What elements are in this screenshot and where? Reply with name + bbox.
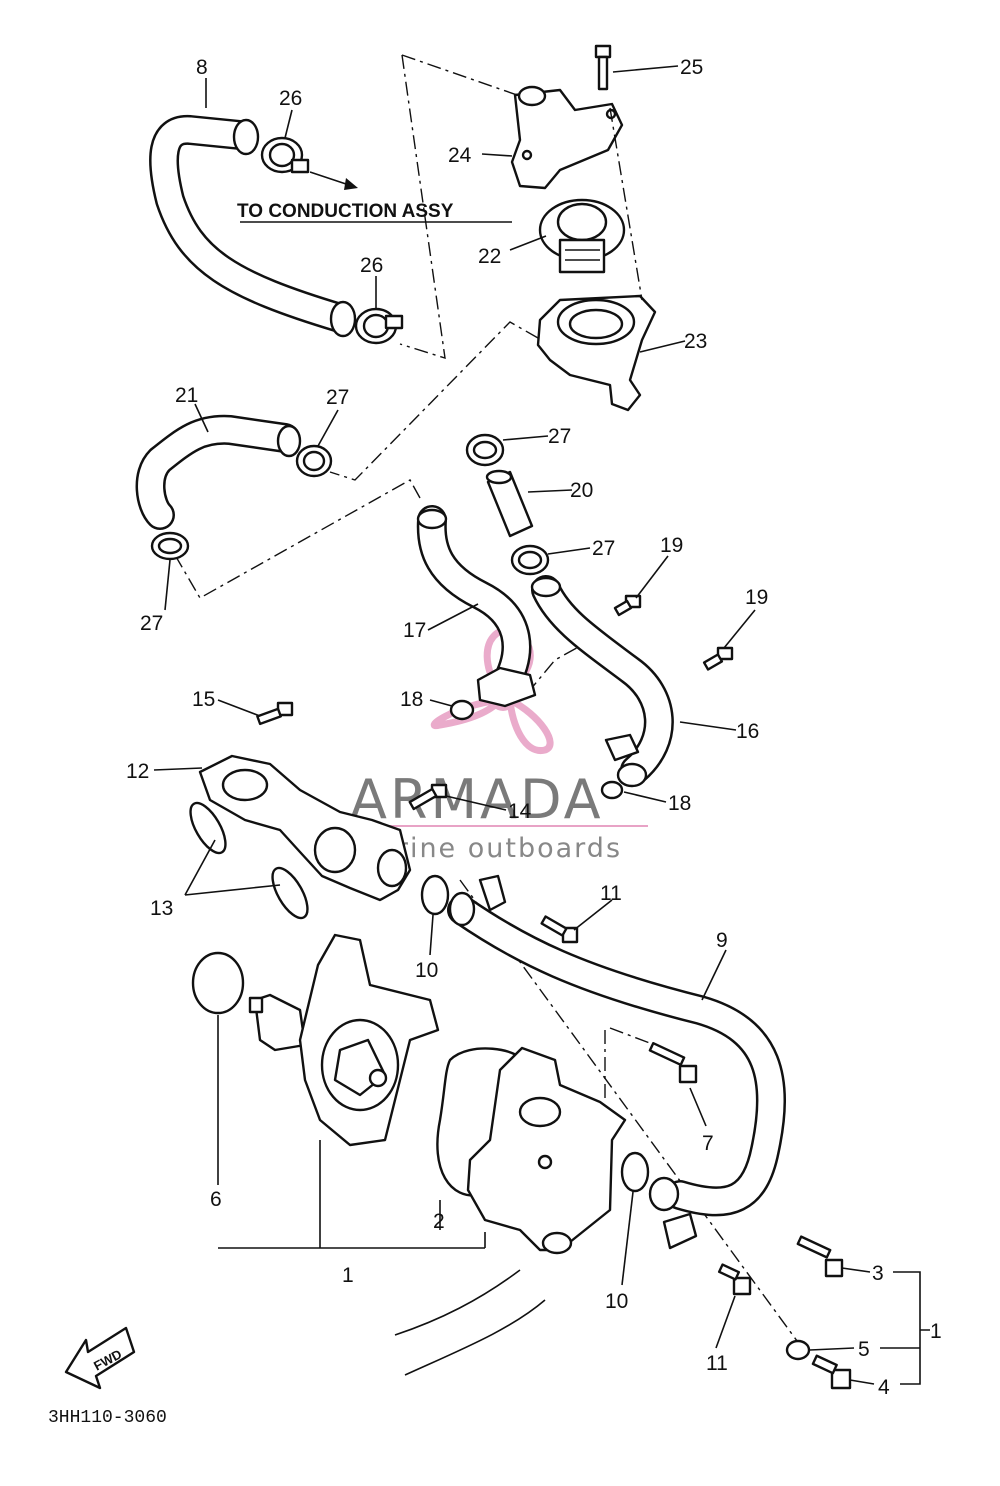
callout-14: 14 (508, 800, 532, 823)
hose-clamp-27-upper-left (295, 444, 333, 478)
callout-9: 9 (716, 929, 728, 952)
callout-22: 22 (478, 245, 501, 268)
hose-21 (135, 414, 302, 530)
callout-18-right: 18 (668, 792, 691, 815)
o-ring-18-left (449, 699, 475, 721)
watermark-title: ARMADA (350, 768, 604, 831)
bolt-3 (796, 1235, 844, 1278)
callout-27-upper-left: 27 (326, 386, 349, 409)
water-pipe-12 (198, 754, 412, 902)
callout-19-upper: 19 (660, 534, 683, 557)
callout-5: 5 (858, 1338, 870, 1361)
callout-27-lower-middle: 27 (592, 537, 615, 560)
bolt-15 (256, 701, 294, 726)
hose-clamp-27-lower-left (150, 531, 190, 561)
hose-8 (149, 115, 357, 338)
conduction-assy-heading: TO CONDUCTION ASSY (237, 201, 454, 222)
gasket-13-lower (271, 866, 309, 920)
thermostat-22 (538, 198, 626, 274)
callout-8: 8 (196, 56, 208, 79)
callout-26-upper: 26 (279, 87, 302, 110)
bolt-4 (811, 1354, 852, 1390)
callout-12: 12 (126, 760, 149, 783)
bolt-7 (648, 1041, 698, 1084)
callout-19-lower: 19 (745, 586, 768, 609)
o-ring-6 (191, 951, 245, 1015)
hose-clamp-27-lower-middle (510, 544, 550, 576)
impeller-shaft-assembly (248, 993, 307, 1052)
washer-5 (785, 1339, 811, 1361)
joint-hose-20 (485, 469, 534, 538)
pipe-9 (447, 874, 786, 1250)
callout-18-left: 18 (400, 688, 423, 711)
fwd-arrow-icon: FWD (64, 1326, 136, 1390)
pump-housing (466, 1046, 627, 1255)
direction-arrowhead (344, 178, 358, 190)
thermostat-cover-24 (510, 85, 624, 190)
hose-clamp-26-lower (354, 307, 404, 345)
pump-cover (298, 933, 440, 1147)
pipe-16 (530, 575, 674, 788)
reference-code: 3HH110-3060 (48, 1408, 167, 1428)
o-ring-18-right (600, 780, 624, 800)
bolt-11-upper (540, 915, 579, 944)
gasket-13-upper (189, 801, 227, 855)
callout-10-upper: 10 (415, 959, 438, 982)
bolt-11-lower (717, 1263, 752, 1296)
callout-1-lower: 1 (342, 1264, 354, 1287)
o-ring-10-upper (420, 874, 450, 916)
callout-21: 21 (175, 384, 198, 407)
callout-3: 3 (872, 1262, 884, 1285)
callout-16: 16 (736, 720, 759, 743)
callout-2: 2 (433, 1210, 445, 1233)
hose-clamp-27-top-middle (465, 433, 505, 467)
callout-25: 25 (680, 56, 703, 79)
callout-27-lower-left: 27 (140, 612, 163, 635)
callout-10-lower: 10 (605, 1290, 628, 1313)
callout-24: 24 (448, 144, 472, 167)
thermostat-housing-23 (536, 294, 657, 412)
callout-15: 15 (192, 688, 215, 711)
callout-13: 13 (150, 897, 173, 920)
bolt-14 (408, 783, 448, 811)
o-ring-10-lower (620, 1151, 650, 1193)
callout-11-lower: 11 (706, 1352, 728, 1375)
bolt-19-lower (702, 646, 734, 671)
callout-17: 17 (403, 619, 426, 642)
callout-4: 4 (878, 1376, 890, 1399)
callout-leader-lines (153, 65, 930, 1385)
hose-clamp-26-upper (260, 136, 310, 174)
bolt-25 (594, 44, 612, 91)
callout-23: 23 (684, 330, 707, 353)
callout-6: 6 (210, 1188, 222, 1211)
pipe-17 (416, 505, 537, 708)
callout-26-lower: 26 (360, 254, 383, 277)
callout-7: 7 (702, 1132, 714, 1155)
assembly-guide-lines (174, 54, 801, 1346)
callout-27-top-middle: 27 (548, 425, 571, 448)
callout-1-right: 1 (930, 1320, 942, 1343)
bolt-19-upper (613, 594, 642, 617)
engine-outline (394, 1269, 546, 1376)
callout-20: 20 (570, 479, 593, 502)
callout-11-upper: 11 (600, 882, 622, 905)
